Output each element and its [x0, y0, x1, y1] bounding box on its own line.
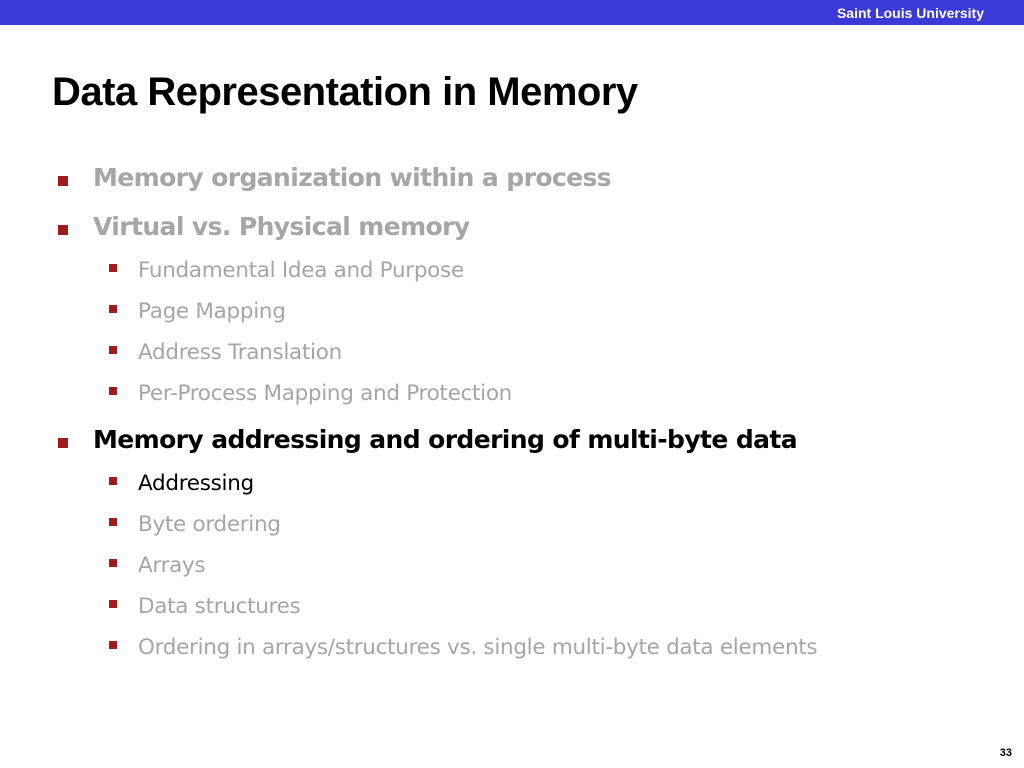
square-bullet-icon: [109, 346, 117, 354]
sub-bullet-text: Ordering in arrays/structures vs. single…: [138, 635, 818, 660]
bullet-text: Memory organization within a process: [93, 163, 612, 192]
sub-bullet-text: Data structures: [138, 594, 301, 619]
bullet-text: Virtual vs. Physical memory: [93, 212, 470, 241]
sub-bullet-text: Byte ordering: [138, 512, 281, 537]
square-bullet-icon: [109, 641, 117, 649]
square-bullet-icon: [58, 438, 68, 448]
header-bar: Saint Louis University: [0, 0, 1024, 25]
square-bullet-icon: [109, 559, 117, 567]
square-bullet-icon: [109, 264, 117, 272]
sub-bullet-text: Addressing: [138, 471, 254, 496]
sub-bullet-text: Address Translation: [138, 340, 342, 365]
slide-title: Data Representation in Memory: [52, 70, 638, 114]
sub-bullet-text: Per-Process Mapping and Protection: [138, 381, 512, 406]
square-bullet-icon: [109, 600, 117, 608]
page-number: 33: [999, 747, 1012, 759]
square-bullet-icon: [109, 305, 117, 313]
square-bullet-icon: [109, 518, 117, 526]
sub-bullet-text: Page Mapping: [138, 299, 286, 324]
bullet-text: Memory addressing and ordering of multi-…: [93, 425, 798, 454]
sub-bullet-text: Fundamental Idea and Purpose: [138, 258, 464, 283]
square-bullet-icon: [109, 387, 117, 395]
square-bullet-icon: [58, 176, 68, 186]
square-bullet-icon: [58, 225, 68, 235]
university-name: Saint Louis University: [836, 5, 984, 21]
square-bullet-icon: [109, 477, 117, 485]
sub-bullet-text: Arrays: [138, 553, 206, 578]
